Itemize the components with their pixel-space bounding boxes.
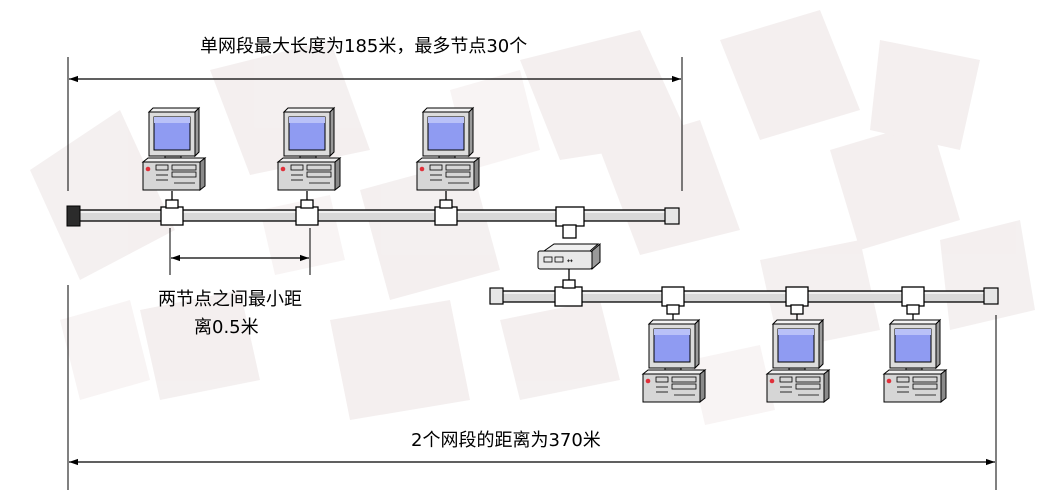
t-connector-icon xyxy=(901,286,925,315)
terminator-icon xyxy=(489,287,504,305)
t-connector-icon xyxy=(661,286,685,315)
t-connector-icon xyxy=(160,199,184,226)
segment-length-label: 单网段最大长度为185米，最多节点30个 xyxy=(200,36,528,57)
t-connector-icon xyxy=(555,206,585,239)
computer-icon xyxy=(883,319,947,403)
min-spacing-label-line2: 离0.5米 xyxy=(194,317,259,338)
computer-icon xyxy=(642,319,706,403)
computer-icon xyxy=(142,107,206,191)
min-spacing-label-line1: 两节点之间最小距 xyxy=(158,289,302,310)
computer-icon xyxy=(416,107,480,191)
t-connector-icon xyxy=(554,279,583,307)
repeater-icon: ↔ xyxy=(537,242,601,271)
svg-text:↔: ↔ xyxy=(567,257,573,265)
background-pattern xyxy=(30,10,1035,420)
terminator-icon xyxy=(66,205,81,227)
computer-icon xyxy=(277,107,341,191)
terminator-icon xyxy=(664,207,680,225)
terminator-icon xyxy=(983,287,999,305)
computer-icon xyxy=(766,319,830,403)
total-distance-label: 2个网段的距离为370米 xyxy=(411,430,601,451)
